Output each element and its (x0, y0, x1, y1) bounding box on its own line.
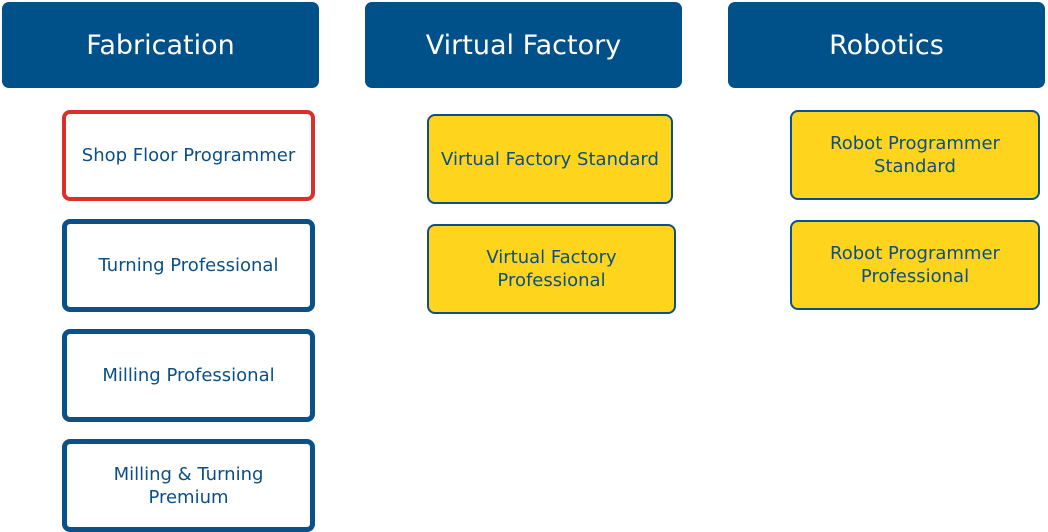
card-label: Robot Programmer Professional (830, 243, 1000, 287)
header-virtual-factory-label: Virtual Factory (425, 29, 622, 61)
header-fabrication[interactable]: Fabrication (2, 2, 319, 88)
card-milling-turning-premium[interactable]: Milling & Turning Premium (62, 439, 315, 532)
header-virtual-factory[interactable]: Virtual Factory (365, 2, 682, 88)
header-robotics-label: Robotics (829, 29, 944, 61)
card-virtual-factory-professional[interactable]: Virtual Factory Professional (427, 224, 676, 314)
card-label: Robot Programmer Standard (830, 133, 1000, 177)
card-turning-professional[interactable]: Turning Professional (62, 219, 315, 312)
card-label: Shop Floor Programmer (81, 145, 296, 166)
card-shop-floor-programmer[interactable]: Shop Floor Programmer (62, 110, 315, 201)
card-robot-programmer-standard[interactable]: Robot Programmer Standard (790, 110, 1040, 200)
card-label: Milling & Turning Premium (113, 463, 264, 508)
card-robot-programmer-professional[interactable]: Robot Programmer Professional (790, 220, 1040, 310)
card-label: Turning Professional (98, 255, 279, 276)
header-robotics[interactable]: Robotics (728, 2, 1045, 88)
header-fabrication-label: Fabrication (86, 29, 235, 61)
card-label: Milling Professional (102, 365, 275, 386)
card-virtual-factory-standard[interactable]: Virtual Factory Standard (427, 114, 673, 204)
card-label: Virtual Factory Standard (441, 148, 659, 170)
card-label: Virtual Factory Professional (486, 247, 617, 291)
card-milling-professional[interactable]: Milling Professional (62, 329, 315, 422)
